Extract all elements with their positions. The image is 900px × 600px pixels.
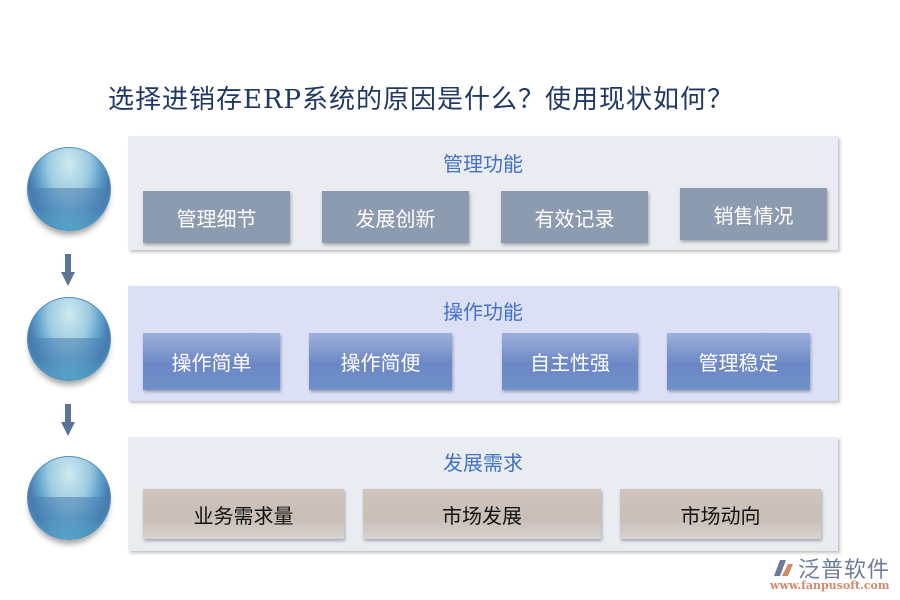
item-button[interactable]: 管理细节 [143,191,290,243]
item-button[interactable]: 自主性强 [502,333,638,390]
item-button[interactable]: 操作简单 [143,333,280,390]
panel-heading: 发展需求 [443,451,523,475]
panel-management: 管理功能 管理细节 发展创新 有效记录 销售情况 [128,136,838,250]
brand-logo: 泛普软件 www.fanpusoft.com [770,552,895,597]
panel-operation: 操作功能 操作简单 操作简便 自主性强 管理稳定 [128,286,838,401]
logo-mark-icon [774,560,793,576]
sphere-icon-1 [27,147,111,231]
panel-development: 发展需求 业务需求量 市场发展 市场动向 [128,437,838,551]
panel-heading: 管理功能 [443,152,523,176]
panel-heading: 操作功能 [443,300,523,324]
item-button[interactable]: 操作简便 [309,333,452,390]
item-button[interactable]: 发展创新 [322,191,469,243]
item-button[interactable]: 市场动向 [620,489,821,539]
down-arrow-icon-2 [61,404,75,438]
item-button[interactable]: 有效记录 [501,191,648,243]
down-arrow-icon-1 [61,254,75,288]
item-button[interactable]: 管理稳定 [667,333,810,390]
sphere-icon-3 [27,456,111,540]
sphere-icon-2 [27,297,111,381]
logo-name: 泛普软件 [798,558,891,583]
diagram-title: 选择进销存ERP系统的原因是什么？使用现状如何？ [108,85,735,115]
item-button[interactable]: 市场发展 [363,489,601,539]
logo-url: www.fanpusoft.com [770,579,890,592]
item-button[interactable]: 业务需求量 [143,489,344,539]
item-button[interactable]: 销售情况 [680,188,827,240]
